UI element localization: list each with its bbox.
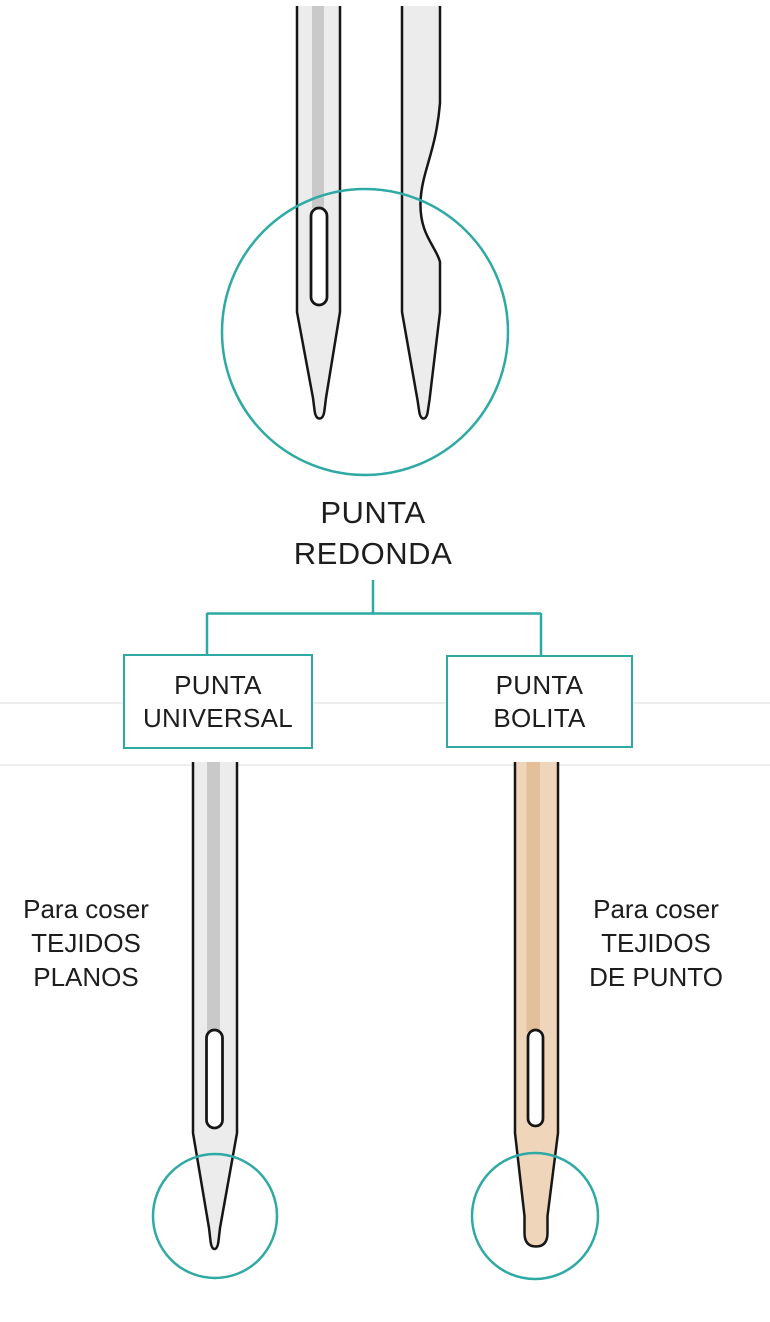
usage-label-punto-line3: DE PUNTO xyxy=(589,962,723,992)
needle-ballpoint-illustration xyxy=(470,762,600,1281)
needle-universal-eye xyxy=(205,1028,224,1130)
branch-box-universal-line2: UNIVERSAL xyxy=(142,702,294,733)
needle-universal-groove xyxy=(207,762,220,1032)
diagram-title: PUNTA REDONDA xyxy=(248,492,498,574)
usage-label-planos: Para coser TEJIDOS PLANOS xyxy=(5,892,167,994)
diagram-title-line1: PUNTA xyxy=(320,495,426,530)
needle-universal-illustration xyxy=(151,762,279,1280)
branch-box-bolita: PUNTA BOLITA xyxy=(446,655,633,748)
branch-box-universal: PUNTA UNIVERSAL xyxy=(123,654,313,749)
needle-front-groove xyxy=(312,6,324,208)
usage-label-punto-line2: TEJIDOS xyxy=(601,928,711,958)
usage-label-planos-line3: PLANOS xyxy=(33,962,139,992)
needle-closeup-illustration xyxy=(220,6,510,477)
magnifier-circle-icon xyxy=(220,187,510,477)
usage-label-punto: Para coser TEJIDOS DE PUNTO xyxy=(575,892,737,994)
tree-connector-line xyxy=(205,580,543,658)
magnifier-circle-universal-icon xyxy=(151,1152,279,1280)
needle-ballpoint-groove xyxy=(526,762,540,1032)
diagram-title-line2: REDONDA xyxy=(293,536,453,571)
branch-box-universal-line1: PUNTA xyxy=(174,669,262,700)
branch-box-bolita-line2: BOLITA xyxy=(493,702,586,733)
usage-label-punto-line1: Para coser xyxy=(593,894,719,924)
magnifier-circle-ballpoint-icon xyxy=(470,1151,600,1281)
needle-front-eye xyxy=(309,206,329,307)
usage-label-planos-line1: Para coser xyxy=(23,894,149,924)
needle-ballpoint-eye xyxy=(526,1028,545,1128)
branch-box-bolita-line1: PUNTA xyxy=(495,669,584,700)
needle-side-icon xyxy=(400,6,442,420)
usage-label-planos-line2: TEJIDOS xyxy=(31,928,141,958)
